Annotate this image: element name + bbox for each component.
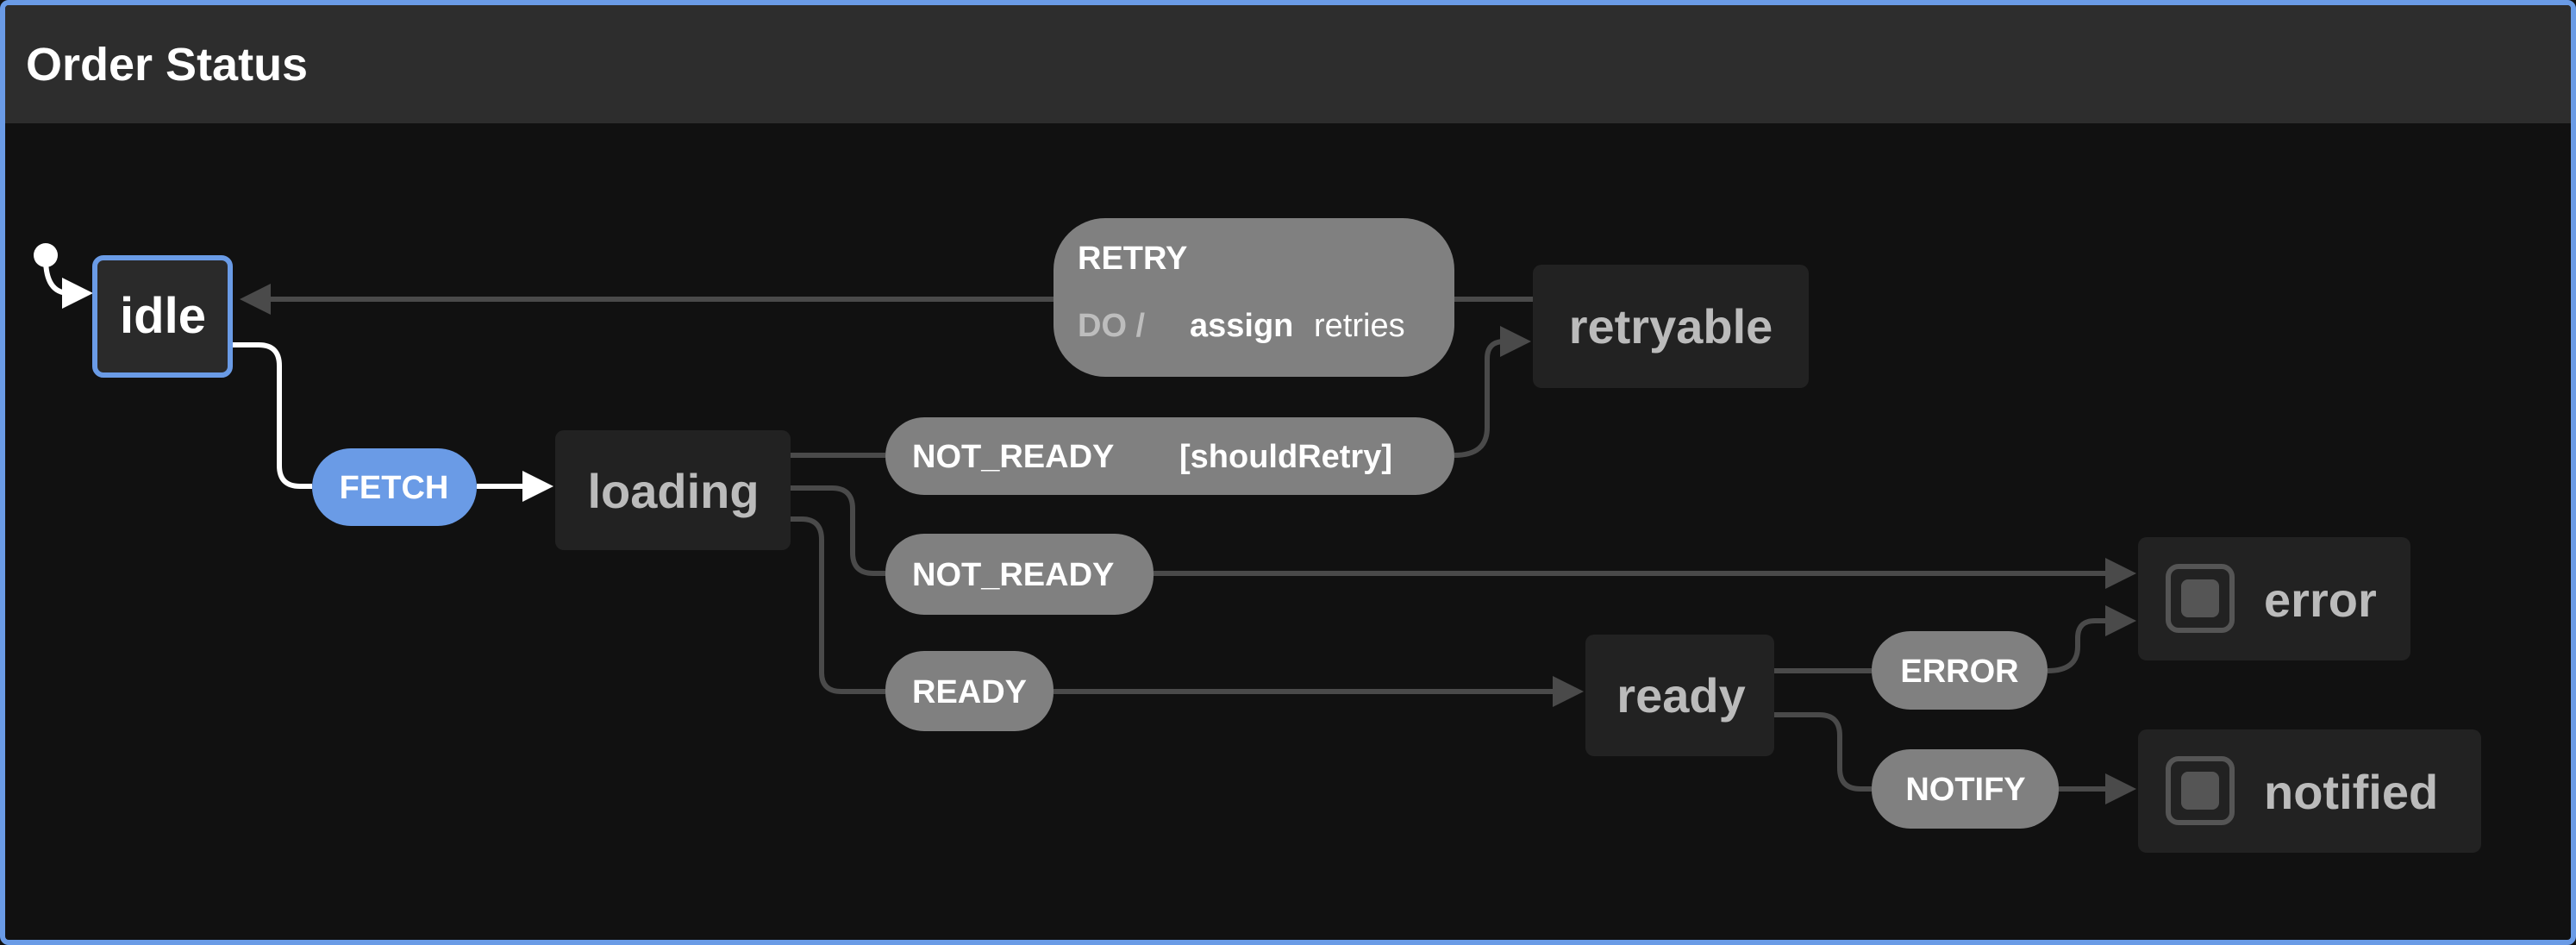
state-label: ready	[1616, 668, 1745, 723]
machine-title: Order Status	[26, 39, 309, 91]
edge-loading-ready	[791, 516, 885, 694]
state-notified[interactable]: notified	[2138, 729, 2481, 853]
machine-header: Order Status	[5, 5, 2571, 123]
edge-loading-notready	[791, 485, 885, 576]
guard-label: [shouldRetry]	[1179, 439, 1392, 475]
event-label: RETRY	[1078, 241, 1187, 277]
initial-state-dot	[34, 243, 58, 267]
state-label: loading	[587, 464, 759, 518]
event-label: NOTIFY	[1905, 772, 2025, 808]
transition-fetch[interactable]: FETCH	[312, 448, 477, 526]
final-state-icon	[2166, 564, 2235, 633]
action-target: retries	[1314, 308, 1405, 344]
transition-error[interactable]: ERROR	[1872, 631, 2048, 710]
state-retryable[interactable]: retryable	[1533, 265, 1809, 388]
event-label: NOT_READY	[912, 557, 1114, 593]
state-label: idle	[120, 288, 206, 344]
event-label: ERROR	[1900, 654, 2018, 690]
state-label: notified	[2264, 765, 2438, 819]
state-ready[interactable]: ready	[1585, 635, 1774, 756]
transition-notify[interactable]: NOTIFY	[1872, 749, 2059, 829]
edge-ready-notify	[1774, 712, 1872, 792]
edge-idle-fetch	[230, 342, 312, 489]
transition-not-ready[interactable]: NOT_READY	[885, 534, 1154, 615]
state-error[interactable]: error	[2138, 537, 2410, 660]
action-prefix: DO /	[1078, 308, 1146, 344]
state-idle[interactable]: idle	[92, 255, 233, 378]
transition-ready[interactable]: READY	[885, 651, 1054, 731]
transition-not-ready-should-retry[interactable]: NOT_READY [shouldRetry]	[885, 417, 1454, 495]
state-loading[interactable]: loading	[555, 430, 791, 550]
state-label: error	[2264, 573, 2377, 627]
action-name: assign	[1190, 308, 1293, 344]
state-label: retryable	[1569, 299, 1773, 354]
edge-error-event-error	[2047, 605, 2136, 673]
event-label: READY	[912, 674, 1027, 710]
edge-notready-retry-retryable	[1454, 326, 1531, 458]
event-label: FETCH	[340, 470, 449, 506]
event-label: NOT_READY	[912, 439, 1114, 475]
final-state-icon	[2166, 756, 2235, 825]
transition-retry[interactable]: RETRY DO / assign retries	[1054, 218, 1454, 377]
